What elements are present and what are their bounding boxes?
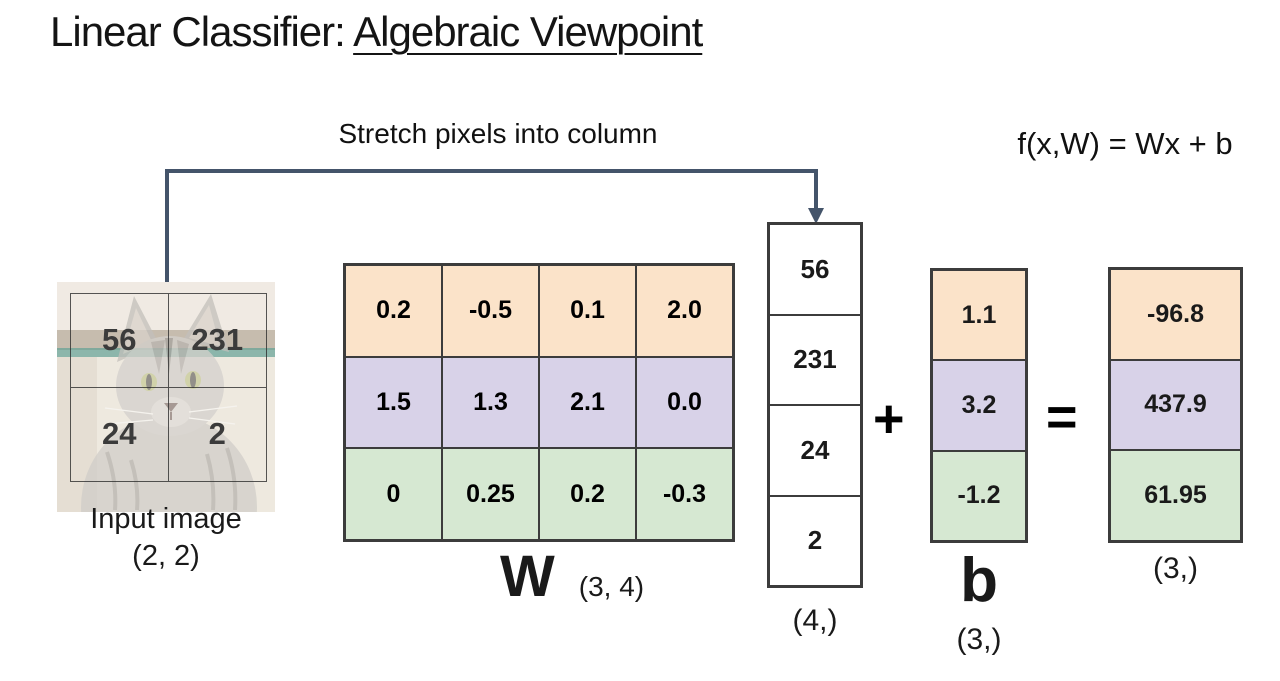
w-symbol: W: [500, 544, 555, 609]
matrix-cell: -0.5: [442, 265, 539, 357]
pixel-grid-overlay: 56 231 24 2: [70, 293, 267, 482]
vector-cell: 1.1: [932, 270, 1026, 361]
vector-cell: -1.2: [932, 450, 1026, 541]
vector-cell: 56: [769, 224, 861, 315]
pixel-column-vector: 56 231 24 2: [767, 222, 863, 588]
pixel-value: 2: [208, 416, 226, 452]
bias-vector-shape: (3,): [956, 623, 1002, 656]
cat-photo-icon: [57, 282, 275, 512]
title-prefix: Linear Classifier:: [50, 8, 354, 55]
stretch-pixels-label: Stretch pixels into column: [338, 118, 658, 149]
matrix-cell: -0.3: [636, 448, 733, 540]
vector-cell: 24: [769, 405, 861, 496]
plus-operator: +: [873, 389, 905, 449]
matrix-cell: 0: [345, 448, 442, 540]
page-title: Linear Classifier: Algebraic Viewpoint: [50, 8, 703, 56]
matrix-cell: 0.0: [636, 356, 733, 449]
vector-cell: 437.9: [1110, 359, 1241, 451]
matrix-cell: 0.1: [539, 265, 636, 357]
input-image-caption: Input image: [90, 503, 242, 535]
matrix-cell: 1.5: [345, 356, 442, 449]
x-vector-shape: (4,): [792, 604, 838, 637]
vector-cell: 3.2: [932, 360, 1026, 451]
bias-vector-label: b: [960, 546, 998, 615]
matrix-cell: 1.3: [442, 356, 539, 449]
weight-matrix-label: W (3, 4): [500, 548, 644, 606]
matrix-cell: 0.2: [345, 265, 442, 357]
vector-cell: 2: [769, 495, 861, 586]
input-image-shape: (2, 2): [132, 540, 200, 572]
linear-classifier-formula: f(x,W) = Wx + b: [1017, 126, 1233, 161]
title-underlined: Algebraic Viewpoint: [353, 8, 703, 55]
matrix-cell: 0.2: [539, 448, 636, 540]
matrix-cell: 0.25: [442, 448, 539, 540]
bias-vector: 1.1 3.2 -1.2: [930, 268, 1028, 543]
vector-cell: 61.95: [1110, 450, 1241, 541]
pixel-value: 56: [71, 294, 169, 388]
matrix-cell: 2.1: [539, 356, 636, 449]
vector-cell: -96.8: [1110, 269, 1241, 360]
pixel-value: 24: [71, 387, 169, 481]
equals-operator: =: [1046, 387, 1078, 447]
result-vector: -96.8 437.9 61.95: [1108, 267, 1243, 543]
result-vector-shape: (3,): [1153, 552, 1198, 585]
w-shape: (3, 4): [578, 571, 645, 602]
pixel-value: 231: [168, 294, 266, 388]
input-image: 56 231 24 2: [57, 282, 275, 512]
vector-cell: 231: [769, 314, 861, 405]
weight-matrix: 0.2 -0.5 0.1 2.0 1.5 1.3 2.1 0.0 0 0.25 …: [343, 263, 735, 542]
matrix-cell: 2.0: [636, 265, 733, 357]
